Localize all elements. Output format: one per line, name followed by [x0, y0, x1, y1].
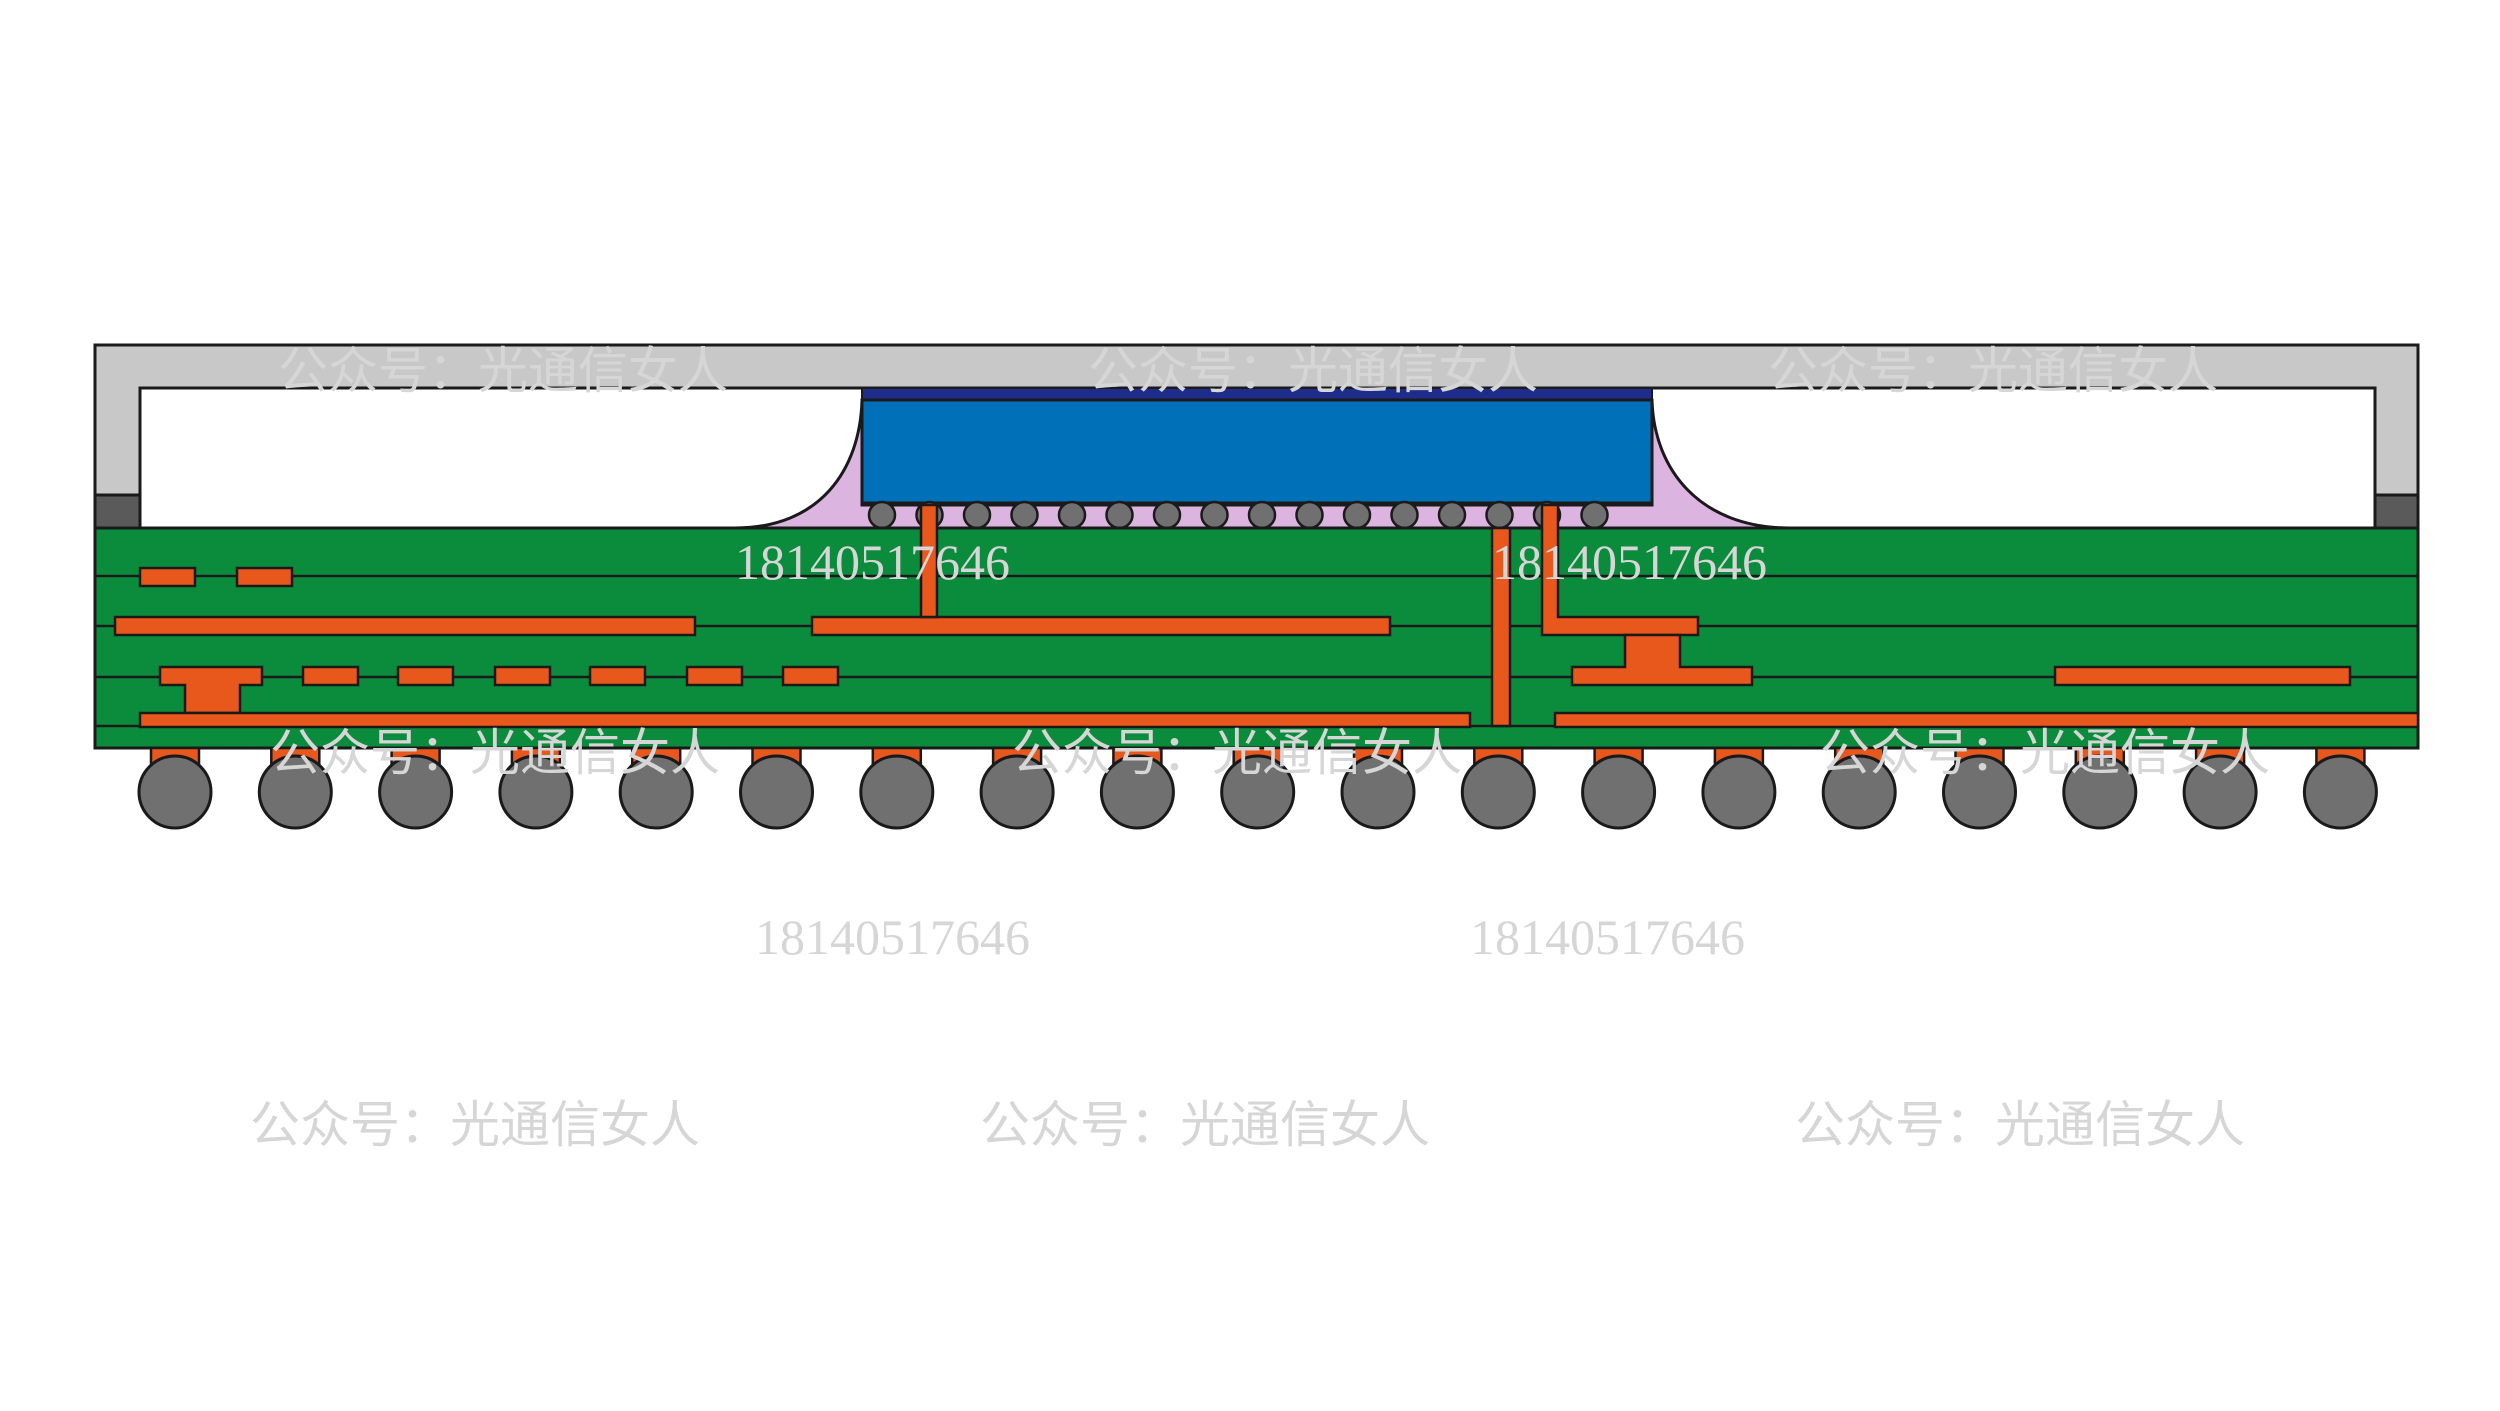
bga-solder-ball	[257, 754, 333, 830]
bga-solder-ball	[739, 754, 814, 830]
bga-solder-ball	[2182, 754, 2258, 830]
bga-solder-ball	[1942, 754, 2017, 830]
micro-bump	[867, 500, 897, 530]
micro-bump	[1437, 500, 1467, 530]
bga-solder-ball	[378, 754, 454, 830]
bga-solder-ball-row	[137, 746, 2378, 830]
flip-chip-die	[860, 398, 1654, 505]
copper-trace	[2053, 665, 2352, 687]
copper-pad	[781, 665, 840, 687]
bga-solder-ball	[137, 754, 213, 830]
micro-bump	[1247, 500, 1277, 530]
copper-pad	[685, 665, 744, 687]
copper-via	[919, 503, 939, 619]
micro-bump	[1105, 500, 1134, 530]
copper-pad	[396, 665, 455, 687]
bga-solder-ball	[1460, 754, 1536, 830]
micro-bump	[1295, 500, 1324, 530]
bga-solder-ball	[1701, 754, 1777, 830]
copper-via-stack	[1570, 633, 1754, 687]
micro-bump	[1485, 500, 1514, 530]
micro-bump	[1200, 500, 1229, 530]
bga-solder-ball	[2302, 754, 2378, 830]
micro-bump	[962, 500, 992, 530]
copper-trace	[1553, 711, 2420, 729]
bga-solder-ball	[1220, 754, 1296, 830]
copper-pad	[138, 566, 197, 588]
copper-trace	[113, 615, 697, 637]
copper-pad	[301, 665, 360, 687]
lid-foot-left	[93, 493, 142, 530]
bga-solder-ball	[1340, 754, 1416, 830]
micro-bump	[1580, 500, 1609, 530]
copper-pad	[235, 566, 294, 588]
copper-traces	[113, 503, 2420, 729]
copper-trace	[810, 615, 1392, 637]
bga-solder-ball	[1581, 754, 1657, 830]
bga-solder-ball	[859, 754, 935, 830]
underfill-fillet	[734, 399, 1791, 530]
bga-solder-ball	[1099, 754, 1175, 830]
micro-bump	[1342, 500, 1372, 530]
copper-via-l-trace	[1540, 503, 1700, 637]
bga-solder-ball	[618, 754, 694, 830]
copper-through-via	[1490, 526, 1512, 728]
copper-pad	[493, 665, 552, 687]
micro-bump	[1390, 500, 1419, 530]
copper-trace	[138, 711, 1472, 729]
bga-solder-ball	[1821, 754, 1897, 830]
copper-pad	[588, 665, 647, 687]
micro-bump	[1057, 500, 1087, 530]
bga-solder-ball	[979, 754, 1055, 830]
lid-foot-right	[2373, 493, 2420, 530]
package-substrate	[93, 526, 2420, 750]
micro-bump	[1010, 500, 1039, 530]
bga-solder-ball	[2062, 754, 2138, 830]
bga-solder-ball	[498, 754, 574, 830]
micro-bump	[1152, 500, 1182, 530]
die-backside-layer	[861, 387, 1653, 401]
